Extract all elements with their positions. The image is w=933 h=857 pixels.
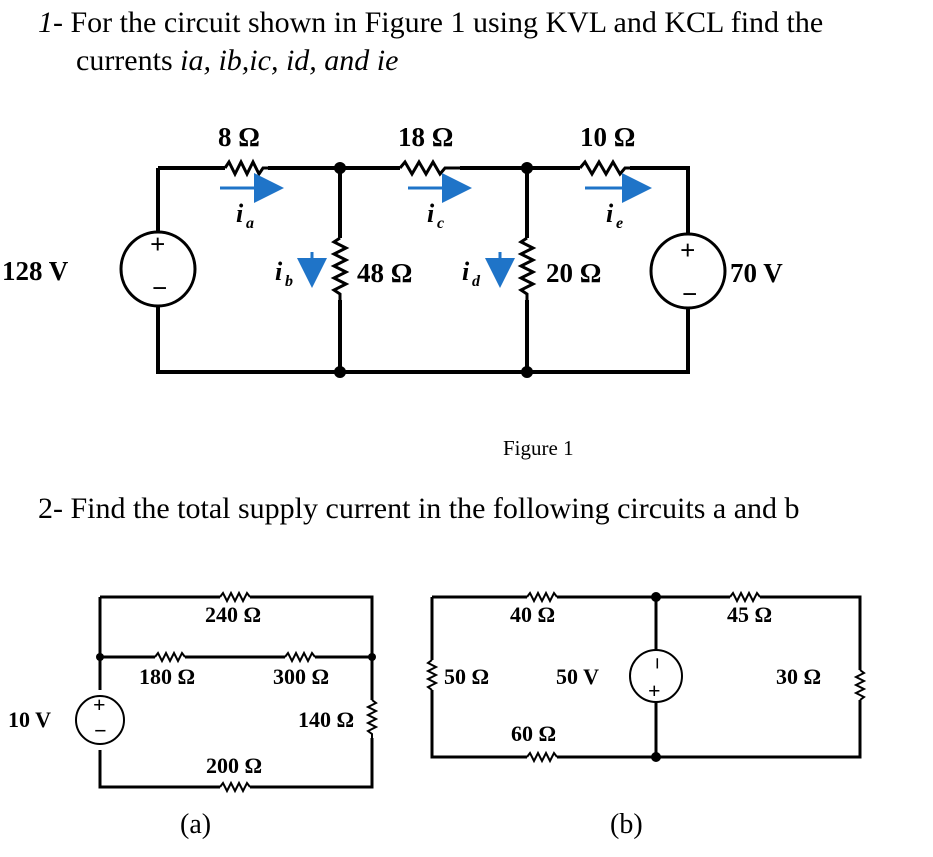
question-1-prefix: currents (76, 44, 173, 77)
resistor-8-ohm (223, 158, 268, 178)
resistor-50-ohm (425, 659, 439, 691)
resistor-140-ohm (365, 699, 379, 738)
label-8-ohm: 8 Ω (218, 122, 260, 152)
label-30-ohm: 30 Ω (776, 664, 821, 689)
label-ie: i (606, 199, 614, 228)
figure-1 (156, 166, 690, 374)
label-50v: 50 V (556, 664, 599, 689)
node-bottom-1 (334, 366, 346, 378)
source-70-plus: + (680, 235, 695, 265)
label-ia: i (236, 199, 244, 228)
resistor-20-ohm (517, 236, 537, 306)
label-45-ohm: 45 Ω (727, 602, 772, 627)
label-200-ohm: 200 Ω (206, 753, 262, 778)
label-10v: 10 V (8, 707, 51, 732)
question-2-number: 2- (38, 492, 63, 525)
label-128v: 128 V (2, 256, 69, 286)
label-18-ohm: 18 Ω (398, 122, 453, 152)
resistor-300-ohm (284, 650, 316, 664)
label-id-sub: d (472, 273, 481, 290)
figure-1-caption: Figure 1 (503, 436, 574, 460)
source-10-minus: − (94, 718, 107, 743)
label-48-ohm: 48 Ω (357, 258, 412, 288)
resistor-180-ohm (154, 650, 186, 664)
label-10-ohm: 10 Ω (580, 122, 635, 152)
label-60-ohm: 60 Ω (511, 721, 556, 746)
label-20-ohm: 20 Ω (546, 258, 601, 288)
label-ic-sub: c (437, 215, 444, 232)
resistor-60-ohm (526, 750, 558, 764)
circuit-a-caption: (a) (180, 809, 211, 840)
node-b-2 (651, 752, 661, 762)
resistor-40-ohm (526, 590, 558, 604)
source-128-plus: + (150, 229, 165, 259)
question-2: 2- Find the total supply current in the … (38, 492, 800, 526)
source-128-minus: − (152, 273, 167, 303)
resistor-30-ohm (853, 669, 867, 701)
voltage-source-128v (119, 230, 197, 308)
node-bottom-2 (521, 366, 533, 378)
label-140-ohm: 140 Ω (298, 707, 354, 732)
question-1-text: For the circuit shown in Figure 1 using … (70, 6, 824, 39)
question-2-text: Find the total supply current in the fol… (70, 492, 800, 525)
label-ie-sub: e (616, 215, 623, 232)
voltage-source-50v (629, 649, 683, 703)
label-ib: i (275, 257, 283, 286)
label-40-ohm: 40 Ω (510, 602, 555, 627)
node-top-1 (334, 162, 346, 174)
source-10-plus: + (93, 692, 106, 717)
label-240-ohm: 240 Ω (205, 602, 261, 627)
resistor-45-ohm (729, 590, 761, 604)
node-top-2 (521, 162, 533, 174)
resistor-18-ohm (398, 159, 460, 177)
circuit-a (98, 595, 374, 789)
circuit-b (430, 595, 862, 759)
question-1-number: 1- (38, 6, 63, 39)
source-50-minus: − (645, 657, 670, 670)
voltage-source-70v (649, 232, 727, 310)
node-a-1 (96, 653, 104, 661)
label-id: i (462, 257, 470, 286)
node-b-1 (651, 592, 661, 602)
label-ia-sub: a (246, 215, 254, 232)
question-1-currents: ia, ib,ic, id, and ie (180, 44, 399, 77)
question-1-line-2: currents ia, ib,ic, id, and ie (76, 44, 398, 78)
label-50-ohm: 50 Ω (444, 664, 489, 689)
question-1-line-1: 1- For the circuit shown in Figure 1 usi… (38, 6, 823, 40)
label-ib-sub: b (285, 273, 293, 290)
label-180-ohm: 180 Ω (139, 664, 195, 689)
source-70-minus: − (682, 279, 697, 309)
resistor-10-ohm (578, 159, 630, 177)
label-300-ohm: 300 Ω (273, 664, 329, 689)
resistor-200-ohm (219, 780, 251, 794)
circuit-b-caption: (b) (610, 809, 643, 840)
label-ic: i (427, 199, 435, 228)
label-70v: 70 V (730, 258, 783, 288)
source-50-plus: + (648, 678, 661, 703)
resistor-240-ohm (219, 590, 251, 604)
resistor-48-ohm (330, 236, 350, 306)
voltage-source-10v (75, 695, 125, 745)
node-a-2 (368, 653, 376, 661)
